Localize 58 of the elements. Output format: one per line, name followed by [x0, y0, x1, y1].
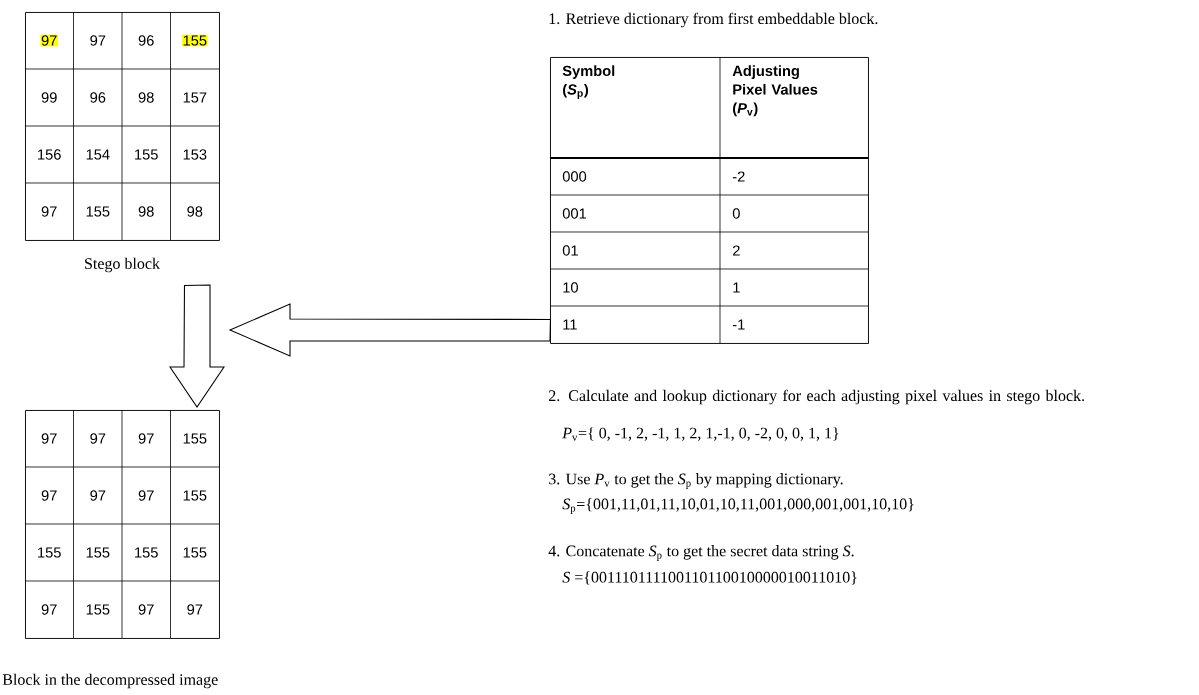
step-text: 4. Concatenate S$_{p}$ to get the secret data string S. [548, 545, 854, 561]
cell-value: 155 [135, 547, 158, 558]
cell-value: 153 [183, 149, 207, 160]
formula-line: P$_{v}$={ 0, -1, 2, -1, 1, 2, 1,-1, 0, -2, 0, 0, 1, 1} [562, 427, 839, 441]
step-text: 3. Use P$_{v}$ to get the S$_{p}$ by mapping dictionary. [549, 473, 843, 489]
formula-line: S ={001110111100110110010000010011010} [562, 571, 857, 585]
column-header: Adjusting Pixel Values (P$_{v}$) [732, 65, 818, 117]
cell-value: 10 [563, 282, 578, 293]
cell-value: 97 [41, 490, 57, 501]
cell-value: 97 [90, 35, 106, 46]
cell-value: 98 [138, 92, 154, 103]
cell-value: 97 [40, 34, 59, 47]
cell-value: 11 [563, 319, 577, 330]
column-header: Symbol (S$_{p}$) [562, 65, 615, 99]
cell-value: 1 [733, 282, 740, 293]
cell-value: 99 [41, 92, 57, 103]
block-arrow [169, 284, 225, 408]
cell-value: 0 [732, 208, 740, 219]
cell-value: 155 [183, 433, 207, 444]
cell-value: 01 [562, 245, 578, 256]
cell-value: 97 [41, 604, 57, 615]
dictionary-table [549, 56, 869, 344]
cell-value: 154 [86, 149, 110, 160]
pixel-grid [24, 11, 220, 241]
cell-value: 97 [187, 604, 203, 615]
cell-value: 155 [86, 206, 110, 217]
cell-value: 97 [138, 604, 154, 615]
cell-value: 155 [135, 149, 158, 160]
cell-value: -2 [732, 171, 745, 182]
cell-value: 98 [138, 206, 154, 217]
cell-value: 2 [733, 245, 740, 256]
cell-value: 155 [86, 547, 110, 558]
step-text: 1. Retrieve dictionary from first embeddable block. [549, 12, 878, 28]
formula-line: S$_{p}$={001,11,01,11,10,01,10,11,001,000,001,001,10,10} [562, 498, 914, 514]
node-label: Stego block [85, 257, 160, 273]
pixel-grid [24, 409, 220, 639]
cell-value: 97 [90, 490, 106, 501]
cell-value: 97 [90, 433, 106, 444]
cell-value: 97 [41, 433, 57, 444]
cell-value: 155 [38, 547, 61, 558]
cell-value: 96 [90, 92, 106, 103]
cell-value: 155 [181, 34, 208, 47]
step-text: 2. Calculate and lookup dictionary for each adjusting pixel values in stego block. [549, 389, 1085, 405]
cell-value: 155 [183, 547, 207, 558]
cell-value: -1 [732, 319, 745, 330]
cell-value: 155 [183, 490, 207, 501]
node-label: Block in the decompressed image [2, 673, 218, 689]
cell-value: 155 [86, 604, 110, 615]
cell-value: 157 [183, 92, 207, 103]
cell-value: 000 [562, 171, 587, 182]
cell-value: 97 [138, 433, 154, 444]
cell-value: 156 [38, 149, 61, 160]
cell-value: 97 [41, 206, 57, 217]
block-arrow [228, 303, 551, 357]
cell-value: 97 [138, 490, 154, 501]
cell-value: 001 [562, 208, 587, 219]
cell-value: 98 [187, 206, 203, 217]
cell-value: 96 [138, 35, 154, 46]
